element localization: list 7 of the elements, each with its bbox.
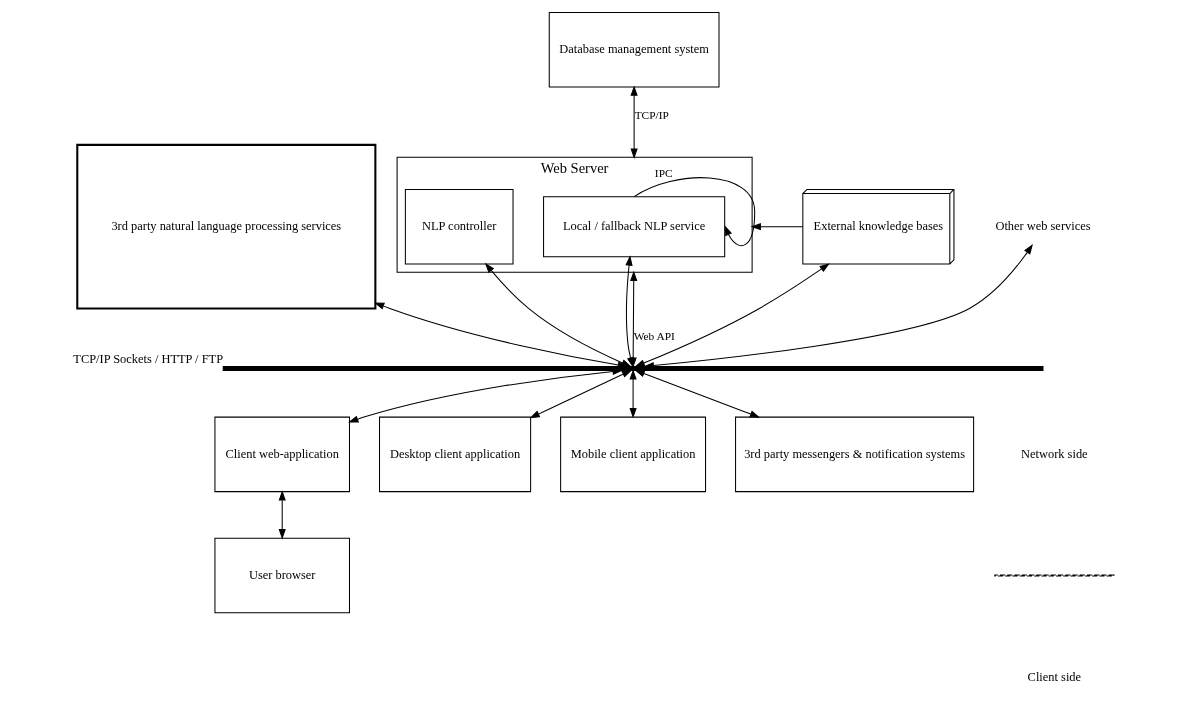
node-label: TCP/IP Sockets / HTTP / FTP bbox=[73, 351, 224, 366]
label: Network side bbox=[1021, 446, 1088, 461]
edge-label: IPC bbox=[654, 167, 673, 180]
edge-label: TCP/IP bbox=[634, 108, 669, 121]
label: Client side bbox=[1027, 670, 1082, 685]
node-text: Other web services bbox=[995, 218, 1091, 233]
edge-label: Web API bbox=[633, 330, 675, 343]
